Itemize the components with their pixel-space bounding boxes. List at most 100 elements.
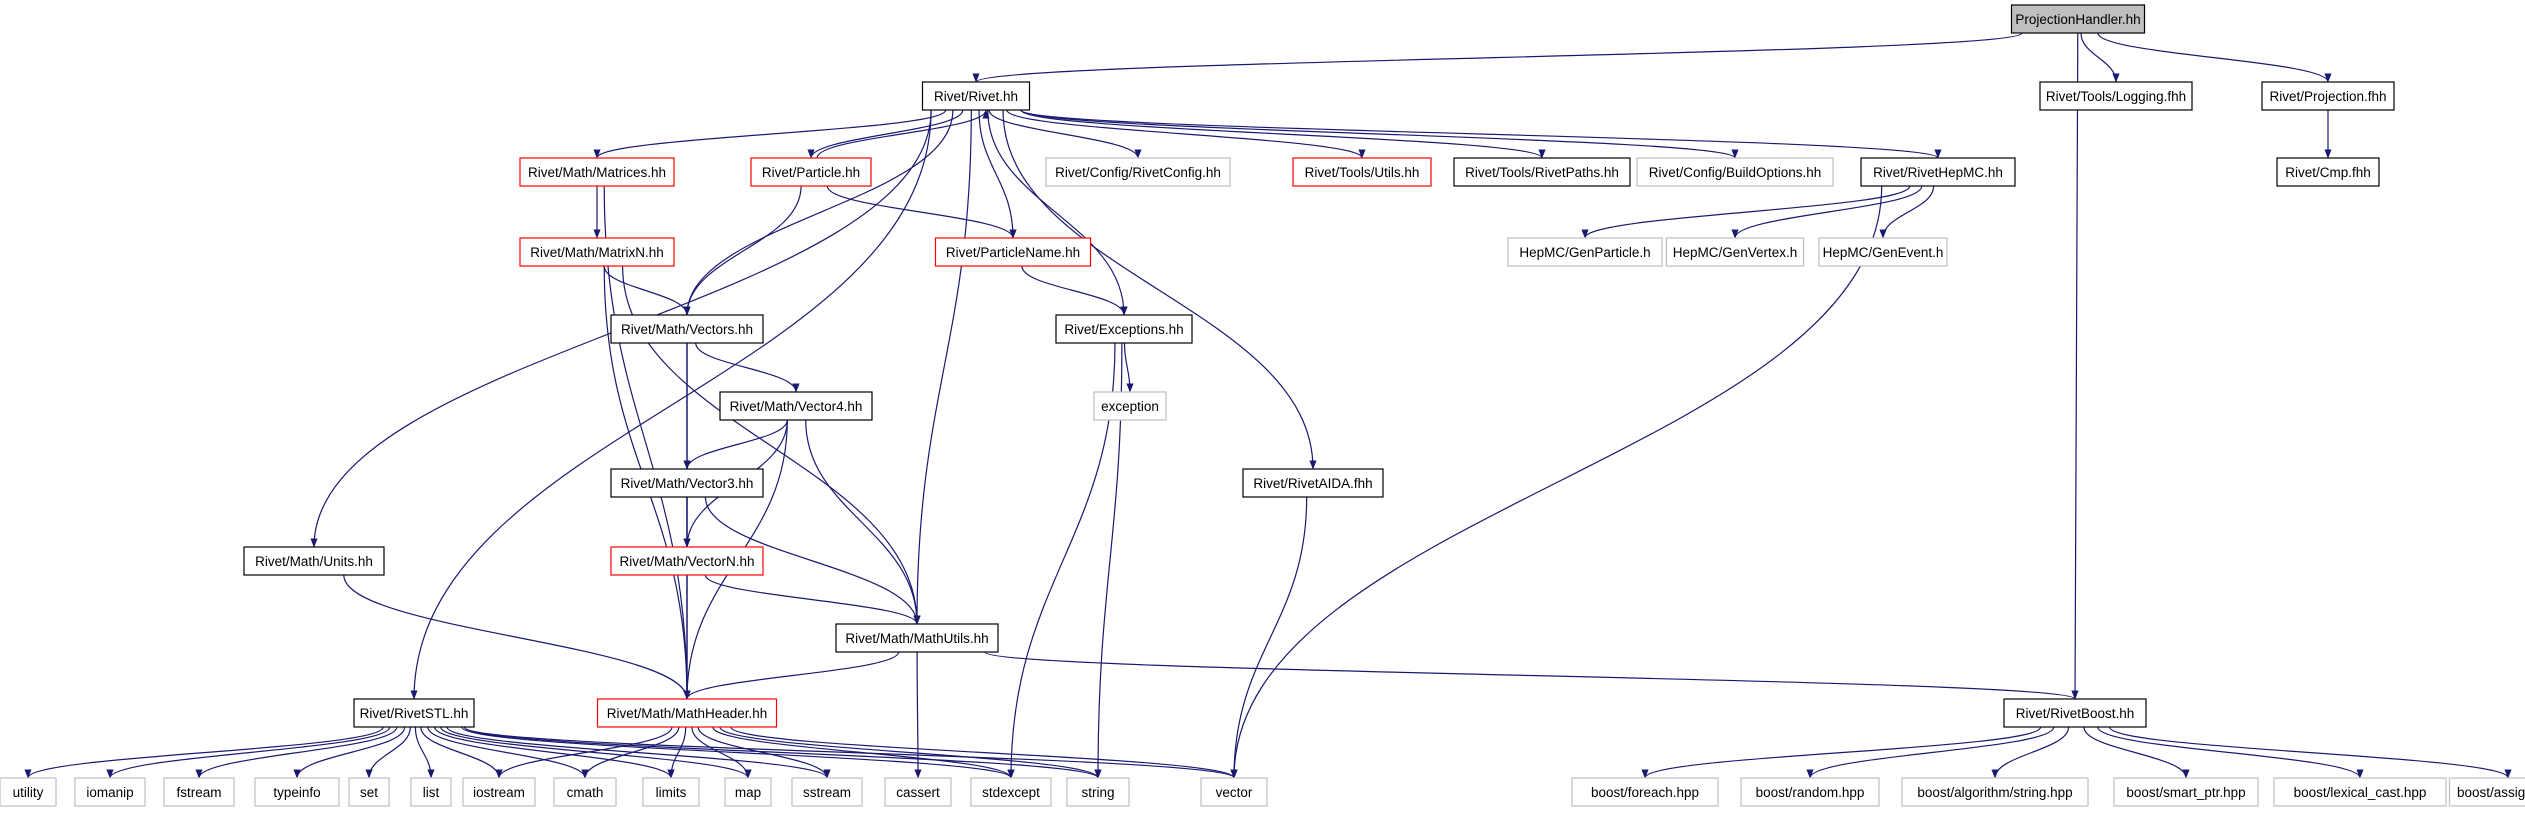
node-matrices[interactable]: Rivet/Math/Matrices.hh [519, 157, 675, 187]
node-string[interactable]: string [1066, 777, 1130, 807]
edge-rivetboost-to-assign [2109, 726, 2512, 779]
node-rivetpaths[interactable]: Rivet/Tools/RivetPaths.hh [1453, 157, 1631, 187]
node-mathutils[interactable]: Rivet/Math/MathUtils.hh [835, 623, 999, 653]
node-fstream[interactable]: fstream [163, 777, 235, 807]
node-vectors-label: Rivet/Math/Vectors.hh [621, 322, 753, 337]
node-set[interactable]: set [348, 777, 390, 807]
node-random[interactable]: boost/random.hpp [1740, 777, 1880, 807]
node-vectors[interactable]: Rivet/Math/Vectors.hh [610, 314, 764, 344]
node-limits[interactable]: limits [642, 777, 700, 807]
node-mathheader-box [596, 698, 778, 728]
edge-rivetboost-to-lexicalcast [2097, 726, 2364, 779]
node-vectorn[interactable]: Rivet/Math/VectorN.hh [610, 546, 764, 576]
node-logging[interactable]: Rivet/Tools/Logging.fhh [2039, 81, 2193, 111]
node-buildoptions-box [1636, 157, 1834, 187]
node-rivetconfig-box [1045, 157, 1231, 187]
node-exceptions-label: Rivet/Exceptions.hh [1064, 322, 1183, 337]
node-list[interactable]: list [410, 777, 452, 807]
node-exceptions[interactable]: Rivet/Exceptions.hh [1055, 314, 1193, 344]
node-sstream[interactable]: sstream [791, 777, 863, 807]
node-genevent[interactable]: HepMC/GenEvent.h [1818, 237, 1948, 267]
node-cassert[interactable]: cassert [884, 777, 952, 807]
node-particle[interactable]: Rivet/Particle.hh [750, 157, 872, 187]
node-typeinfo[interactable]: typeinfo [254, 777, 340, 807]
node-mathutils-box [835, 623, 999, 653]
node-exception[interactable]: exception [1093, 391, 1167, 421]
node-particle-box [750, 157, 872, 187]
node-rivetaida[interactable]: Rivet/RivetAIDA.fhh [1242, 468, 1384, 498]
node-rivet[interactable]: Rivet/Rivet.hh [921, 81, 1031, 111]
node-units[interactable]: Rivet/Math/Units.hh [243, 546, 385, 576]
node-cmp_fhh[interactable]: Rivet/Cmp.fhh [2276, 157, 2380, 187]
node-stdexcept[interactable]: stdexcept [970, 777, 1052, 807]
node-smartptr-label: boost/smart_ptr.hpp [2126, 785, 2245, 800]
edge-projectionhandler-to-rivetboost [2071, 32, 2079, 700]
node-iomanip[interactable]: iomanip [74, 777, 146, 807]
node-foreach[interactable]: boost/foreach.hpp [1571, 777, 1719, 807]
edge-rivetstl-to-map [440, 726, 752, 779]
node-projection_fhh[interactable]: Rivet/Projection.fhh [2261, 81, 2395, 111]
edge-rivet-to-vectors [683, 109, 954, 316]
node-utils-label: Rivet/Tools/Utils.hh [1305, 165, 1420, 180]
node-foreach-box [1571, 777, 1719, 807]
edge-mathutils-to-cassert [914, 651, 922, 779]
node-vector[interactable]: vector [1200, 777, 1268, 807]
node-projectionhandler-label: ProjectionHandler.hh [2015, 12, 2140, 27]
node-cmath[interactable]: cmath [553, 777, 617, 807]
node-particlename-label: Rivet/ParticleName.hh [946, 245, 1080, 260]
node-string-label: string [1081, 785, 1114, 800]
edge-rivethepmc-to-genvertex [1731, 185, 1923, 239]
edge-rivethepmc-to-genparticle [1581, 185, 1911, 239]
edge-mathheader-to-sstream [697, 726, 831, 779]
node-particlename[interactable]: Rivet/ParticleName.hh [934, 237, 1092, 267]
edge-particlename-to-exceptions [1021, 265, 1128, 316]
node-logging-box [2039, 81, 2193, 111]
node-genvertex[interactable]: HepMC/GenVertex.h [1665, 237, 1805, 267]
node-vector4[interactable]: Rivet/Math/Vector4.hh [719, 391, 873, 421]
node-exception-box [1093, 391, 1167, 421]
node-utils[interactable]: Rivet/Tools/Utils.hh [1292, 157, 1432, 187]
edge-rivet-to-rivethepmc [1020, 109, 1942, 159]
node-genevent-box [1818, 237, 1948, 267]
edge-mathutils-to-rivetboost [984, 651, 2079, 700]
edge-rivetstl-to-cmath [427, 726, 589, 779]
node-sstream-label: sstream [803, 785, 851, 800]
node-rivetboost[interactable]: Rivet/RivetBoost.hh [2003, 698, 2147, 728]
node-utility[interactable]: utility [0, 777, 57, 807]
node-buildoptions[interactable]: Rivet/Config/BuildOptions.hh [1636, 157, 1834, 187]
node-vector-box [1200, 777, 1268, 807]
edge-rivetstl-to-stdexcept [461, 726, 1015, 779]
edge-rivetstl-to-utility [24, 726, 384, 779]
node-smartptr[interactable]: boost/smart_ptr.hpp [2113, 777, 2259, 807]
edge-rivetboost-to-algostring [1991, 726, 2070, 779]
node-map[interactable]: map [724, 777, 772, 807]
node-rivet-label: Rivet/Rivet.hh [934, 89, 1018, 104]
edge-rivethepmc-to-vector [1230, 185, 1883, 779]
node-rivethepmc[interactable]: Rivet/RivetHepMC.hh [1860, 157, 2016, 187]
node-assign-box [2448, 777, 2525, 807]
node-vector3[interactable]: Rivet/Math/Vector3.hh [610, 468, 764, 498]
node-genparticle[interactable]: HepMC/GenParticle.h [1507, 237, 1663, 267]
node-matrixn[interactable]: Rivet/Math/MatrixN.hh [519, 237, 675, 267]
node-rivetboost-box [2003, 698, 2147, 728]
node-rivetaida-box [1242, 468, 1384, 498]
node-projectionhandler[interactable]: ProjectionHandler.hh [2010, 4, 2146, 34]
node-algostring[interactable]: boost/algorithm/string.hpp [1901, 777, 2089, 807]
edge-matrixn-to-vectors [603, 265, 691, 316]
node-lexicalcast-label: boost/lexical_cast.hpp [2294, 785, 2427, 800]
edge-vectorn-to-mathutils [704, 574, 921, 625]
node-iostream[interactable]: iostream [462, 777, 536, 807]
node-mathheader[interactable]: Rivet/Math/MathHeader.hh [596, 698, 778, 728]
node-assign[interactable]: boost/assign.hpp [2448, 777, 2525, 807]
node-cmp_fhh-box [2276, 157, 2380, 187]
node-lexicalcast[interactable]: boost/lexical_cast.hpp [2273, 777, 2447, 807]
node-exception-label: exception [1101, 399, 1159, 414]
node-genvertex-box [1665, 237, 1805, 267]
node-rivetconfig[interactable]: Rivet/Config/RivetConfig.hh [1045, 157, 1231, 187]
node-utils-box [1292, 157, 1432, 187]
node-rivetstl[interactable]: Rivet/RivetSTL.hh [353, 698, 475, 728]
node-smartptr-box [2113, 777, 2259, 807]
node-set-box [348, 777, 390, 807]
node-typeinfo-box [254, 777, 340, 807]
